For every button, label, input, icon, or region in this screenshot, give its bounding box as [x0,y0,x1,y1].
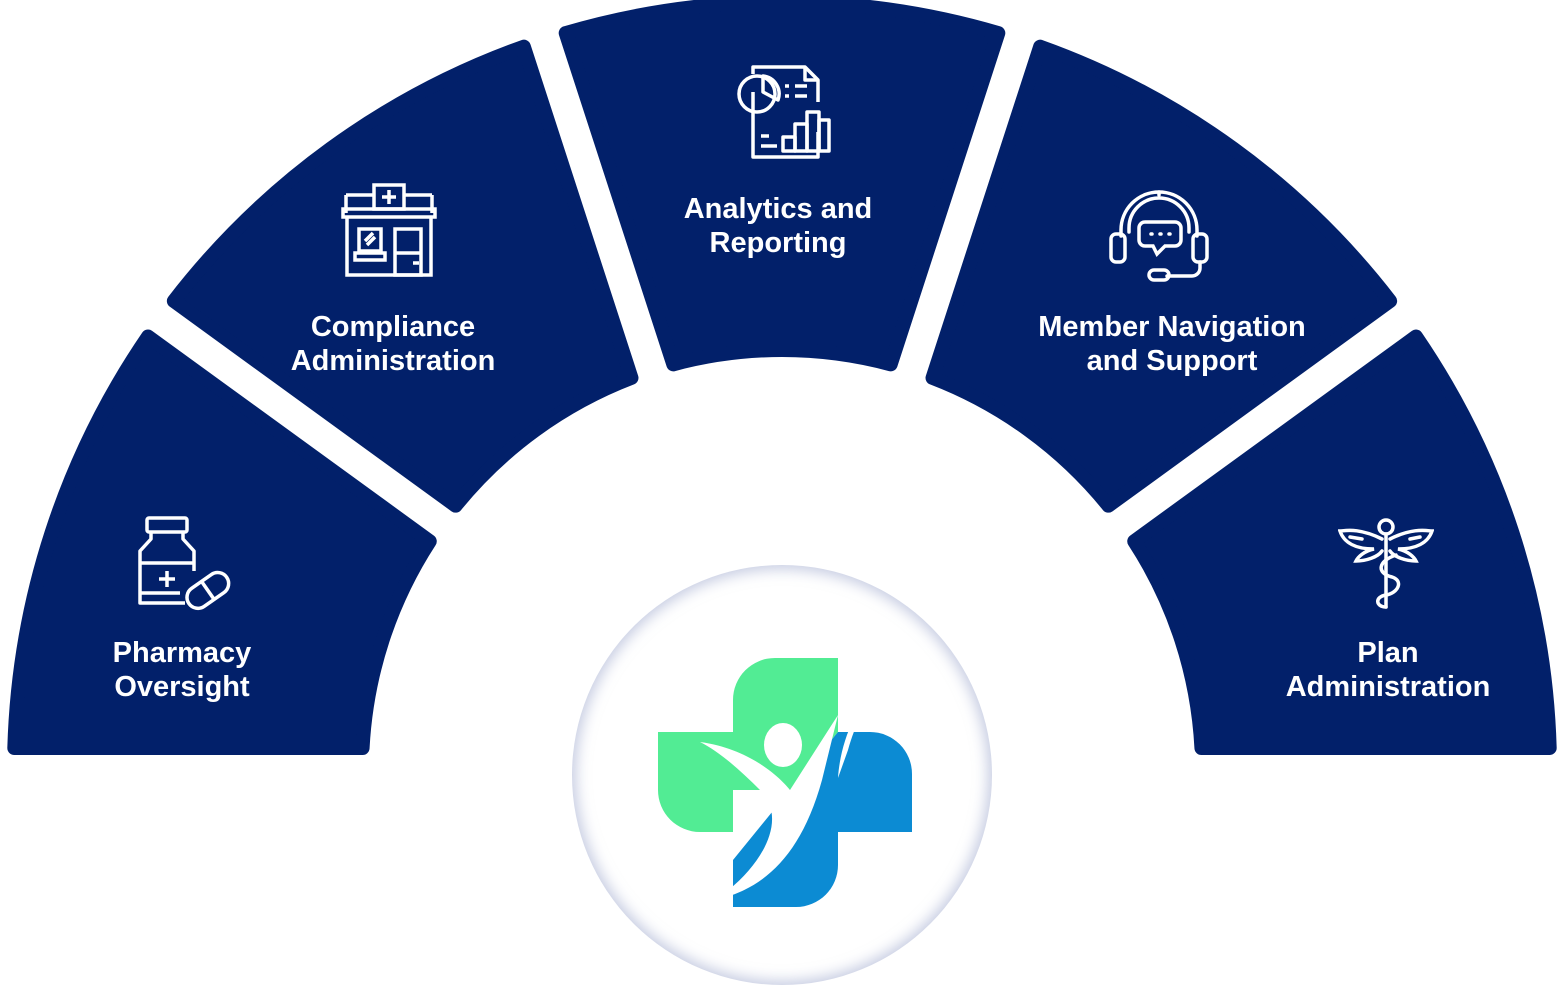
headset-support-icon [1109,190,1209,282]
medicine-bottle-pill-icon [138,516,231,611]
caduceus-icon [1338,518,1434,609]
label-line: Oversight [114,671,250,703]
segment-pharmacy [7,329,437,756]
label-line: Reporting [709,227,847,259]
label-line: Administration [290,345,496,377]
label-line: and Support [1086,345,1258,377]
label-line: Analytics and [683,193,873,225]
label-line: Compliance [310,311,476,343]
pharmacy-building-icon [341,183,437,277]
segment-analytics [558,0,1006,372]
segment-member [925,39,1398,513]
segment-plan [1127,329,1557,756]
center-logo-circle [572,565,992,985]
label-line: Pharmacy [112,637,252,669]
health-cross-person-logo [658,658,912,907]
label-line: Member Navigation [1038,311,1306,343]
label-line: Plan [1357,637,1419,669]
label-line: Administration [1285,671,1491,703]
report-chart-icon [737,65,831,159]
